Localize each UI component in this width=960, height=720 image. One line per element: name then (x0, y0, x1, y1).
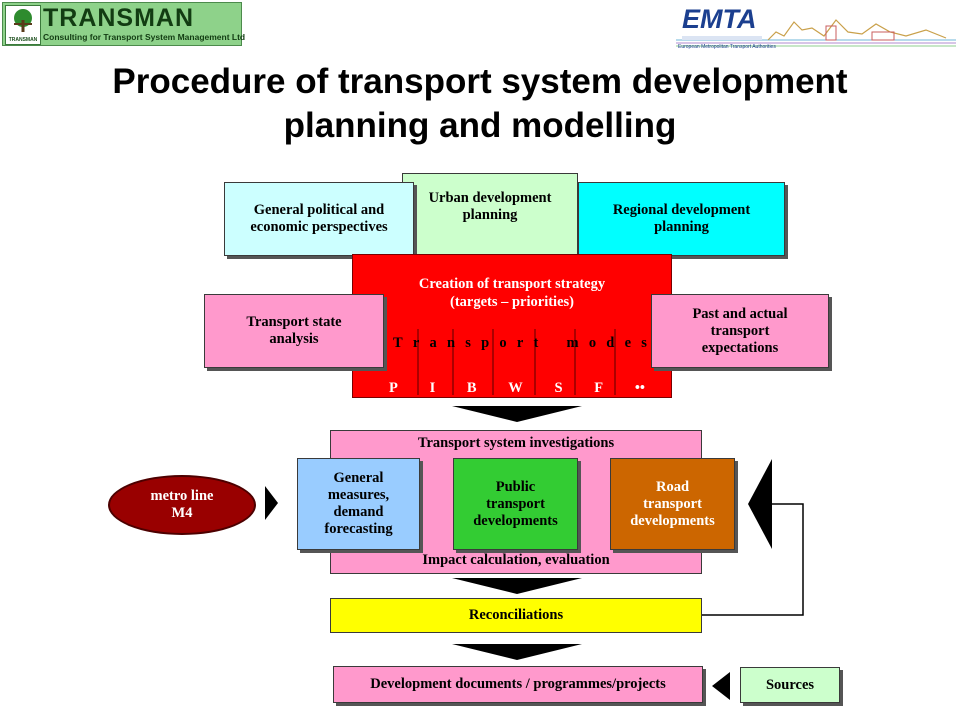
impact-calculation-label: Impact calculation, evaluation (422, 552, 610, 568)
transman-logo: TRANSMAN TRANSMAN Consulting for Transpo… (2, 2, 246, 46)
reconciliations-box: Reconciliations (330, 598, 702, 633)
page-title-line-2: planning and modelling (283, 106, 677, 145)
strategy-line-1: Creation of transport strategy (418, 276, 606, 292)
emta-skyline-icon (676, 19, 956, 47)
mode-abbr-b: B (466, 380, 477, 396)
mode-abbr-i: I (429, 380, 436, 396)
sources-box: Sources (740, 667, 840, 703)
political-perspectives-box: General political and economic perspecti… (224, 182, 414, 256)
arrow-sources-to-documents (712, 672, 730, 700)
urban-development-box: Urban development planning (402, 173, 578, 259)
modes-letter: p (481, 335, 490, 351)
road-line-3: developments (630, 512, 715, 529)
mode-abbr-more: •• (634, 380, 645, 396)
road-transport-box: Road transport developments (610, 458, 735, 550)
modes-letter: r (412, 335, 420, 351)
metro-line-id: M4 (171, 505, 193, 521)
regional-line-2: planning (654, 219, 709, 235)
transport-state-analysis-box: Transport state analysis (204, 294, 384, 368)
modes-letter: d (606, 335, 615, 351)
regional-development-box: Regional development planning (578, 182, 785, 256)
mode-abbr-s: S (554, 380, 563, 396)
transman-tree-icon: TRANSMAN (5, 5, 41, 45)
state-line-1: Transport state (246, 314, 342, 330)
modes-letter: t (533, 335, 539, 351)
general-line-4: forecasting (324, 521, 393, 537)
public-transport-box: Public transport developments (453, 458, 578, 550)
arrow-investigations-to-reconciliations (452, 578, 582, 594)
mode-abbreviations: P I B W S F •• (389, 380, 645, 397)
arrow-reconciliations-to-documents (452, 644, 582, 660)
transport-expectations-box: Past and actual transport expectations (651, 294, 829, 368)
modes-letter: a (429, 335, 437, 351)
state-line-2: analysis (269, 331, 319, 347)
modes-letter: m (566, 335, 579, 351)
transman-name: TRANSMAN (43, 4, 195, 32)
modes-letter: o (499, 335, 507, 351)
mode-abbr-p: P (389, 380, 398, 396)
road-line-2: transport (643, 495, 702, 512)
modes-letter: o (588, 335, 597, 351)
political-line-1: General political and (253, 202, 385, 218)
expectations-line-3: expectations (701, 339, 779, 356)
development-documents-box: Development documents / programmes/proje… (333, 666, 703, 703)
page-title: Procedure of transport system developmen… (20, 60, 940, 148)
regional-line-1: Regional development (612, 202, 751, 218)
emta-logo: EMTA European Metropolitan Transport Aut… (676, 2, 956, 54)
mode-abbr-f: F (594, 380, 604, 396)
mode-abbr-w: W (508, 380, 523, 396)
page-title-line-1: Procedure of transport system developmen… (112, 62, 848, 101)
modes-letter: r (516, 335, 524, 351)
investigations-title: Transport system investigations (417, 435, 615, 451)
general-line-3: demand (333, 504, 384, 520)
road-line-1: Road (655, 478, 690, 495)
strategy-divider-lines (417, 329, 616, 395)
urban-line-1: Urban development (428, 190, 552, 206)
strategy-heading: Creation of transport strategy (targets … (353, 275, 671, 311)
urban-line-2: planning (462, 207, 518, 223)
emta-subtitle: European Metropolitan Transport Authorit… (678, 44, 776, 50)
expectations-line-1: Past and actual (692, 305, 788, 322)
political-line-2: economic perspectives (250, 219, 388, 235)
transport-strategy-box: Creation of transport strategy (targets … (352, 254, 672, 398)
feedback-loop-line (702, 503, 804, 616)
transman-tagline: Consulting for Transport System Manageme… (43, 32, 246, 42)
strategy-line-2: (targets – priorities) (449, 294, 574, 310)
public-line-1: Public (495, 478, 536, 495)
arrow-strategy-to-investigations (452, 406, 582, 422)
expectations-line-2: transport (710, 322, 770, 339)
modes-letter: T (393, 335, 403, 351)
modes-letter: s (465, 335, 471, 351)
general-line-1: General (333, 470, 384, 486)
public-line-2: transport (486, 495, 545, 512)
modes-letter: s (641, 335, 647, 351)
general-measures-box: General measures, demand forecasting (297, 458, 420, 550)
modes-letter: e (624, 335, 631, 351)
metro-line-label: metro line (150, 488, 214, 504)
arrow-feedback-into-investigations (748, 459, 772, 549)
arrow-metro-to-investigations (265, 486, 278, 520)
metro-line-m4-oval: metro line M4 (108, 475, 256, 535)
general-line-2: measures, (327, 487, 390, 503)
transport-modes-label: T r a n s p o r t m o d e s (393, 335, 647, 352)
public-line-3: developments (473, 512, 558, 529)
transman-mark-label: TRANSMAN (8, 37, 38, 43)
emta-name: EMTA (682, 4, 757, 34)
modes-letter: n (446, 335, 456, 351)
